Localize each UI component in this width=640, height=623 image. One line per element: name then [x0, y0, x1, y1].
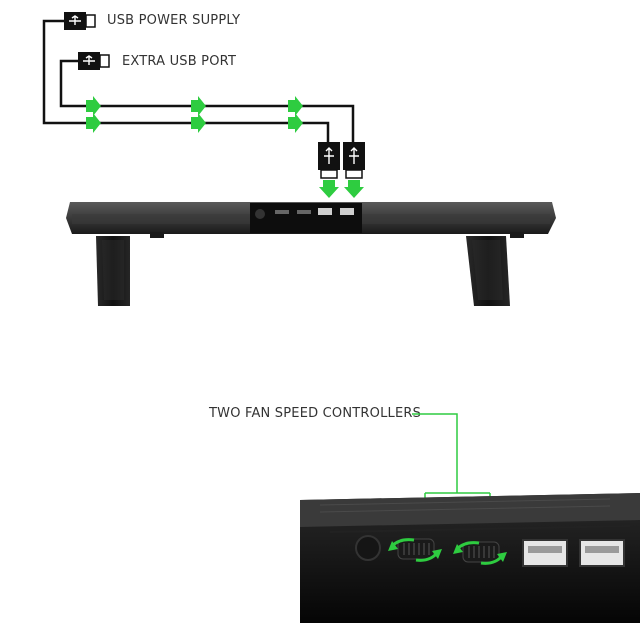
arrow-right-icon: [86, 96, 303, 133]
usb-plug-icon: [343, 142, 365, 179]
cooling-stand: [66, 202, 556, 306]
fan-wheel-icon: [388, 538, 442, 562]
extra-usb-port-label: EXTRA USB PORT: [122, 54, 237, 69]
usb-cable-lines: [42, 19, 355, 143]
usb-icon: [64, 12, 96, 30]
usb-power-supply-label: USB POWER SUPPLY: [107, 13, 241, 28]
usb-plug-icon: [318, 142, 340, 179]
usb-port: [522, 539, 568, 567]
fan-speed-controllers-label: TWO FAN SPEED CONTROLLERS: [209, 406, 422, 421]
arrow-down-icon: [319, 180, 364, 198]
usb-port: [579, 539, 625, 567]
fan-wheel-icon: [453, 541, 507, 565]
usb-icon: [78, 52, 110, 70]
